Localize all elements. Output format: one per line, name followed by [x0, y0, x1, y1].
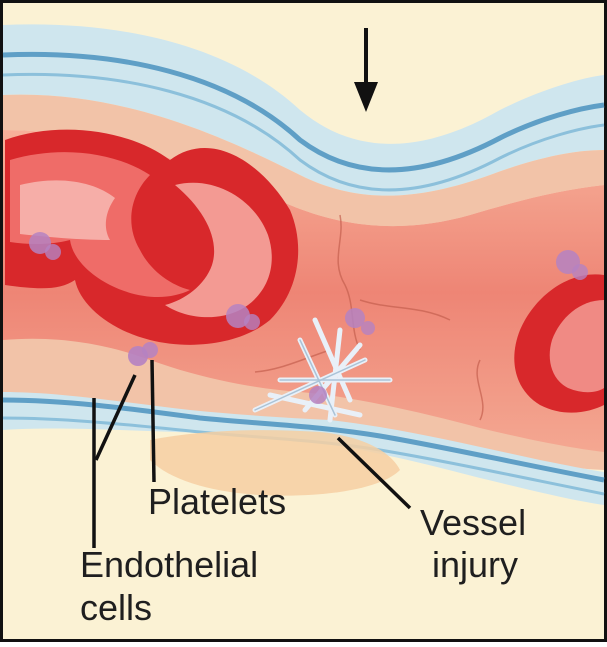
leader-platelets [152, 360, 154, 482]
vessel-injury-label-line2: injury [432, 547, 518, 583]
endothelial-cells-label-line1: Endothelial [80, 547, 258, 583]
vessel-injury-label-line1: Vessel [420, 505, 526, 541]
platelets-label: Platelets [148, 484, 286, 520]
endothelial-cells-label-line2: cells [80, 590, 152, 626]
